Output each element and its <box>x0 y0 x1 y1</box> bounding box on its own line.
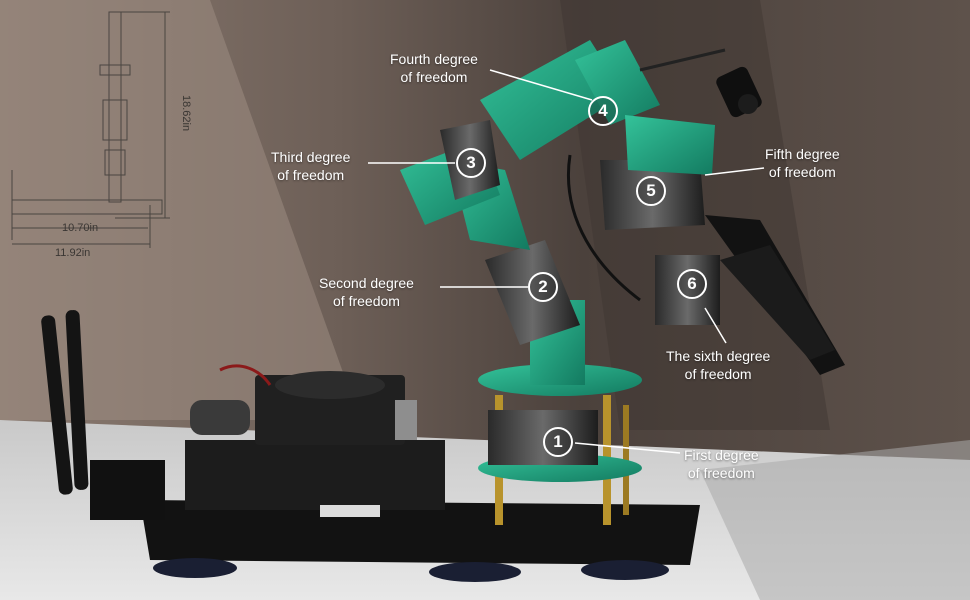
joint-badge-4: 4 <box>588 96 618 126</box>
callout-first-line2: of freedom <box>687 465 755 481</box>
base-width-dimension-label: 10.70in <box>62 222 99 234</box>
joint-badge-3: 3 <box>456 148 486 178</box>
dimension-drawing <box>11 11 170 248</box>
callout-sixth-line1: The sixth degree <box>666 348 771 364</box>
callout-first-degree: First degree of freedom <box>684 446 759 482</box>
joint-badge-5: 5 <box>636 176 666 206</box>
callout-first-line1: First degree <box>684 447 759 463</box>
callout-second-line2: of freedom <box>333 293 400 309</box>
callout-fourth-line1: Fourth degree <box>390 51 478 67</box>
callout-second-line1: Second degree <box>319 275 414 291</box>
callout-sixth-degree: The sixth degree of freedom <box>666 347 770 383</box>
joint-badge-6: 6 <box>677 269 707 299</box>
callout-third-line1: Third degree <box>271 149 351 165</box>
callout-third-line2: of freedom <box>277 167 345 183</box>
callout-third-degree: Third degree of freedom <box>271 148 350 184</box>
callout-fifth-degree: Fifth degree of freedom <box>765 145 840 181</box>
callout-second-degree: Second degree of freedom <box>319 274 414 310</box>
callout-fifth-line2: of freedom <box>768 164 836 180</box>
height-dimension-label: 18.62in <box>180 95 192 132</box>
callout-fourth-line2: of freedom <box>400 69 468 85</box>
total-width-dimension-label: 11.92in <box>55 247 91 259</box>
joint-badge-2: 2 <box>528 272 558 302</box>
callout-fourth-degree: Fourth degree of freedom <box>390 50 478 86</box>
joint-badge-1: 1 <box>543 427 573 457</box>
callout-sixth-line2: of freedom <box>684 366 752 382</box>
callout-fifth-line1: Fifth degree <box>765 146 840 162</box>
